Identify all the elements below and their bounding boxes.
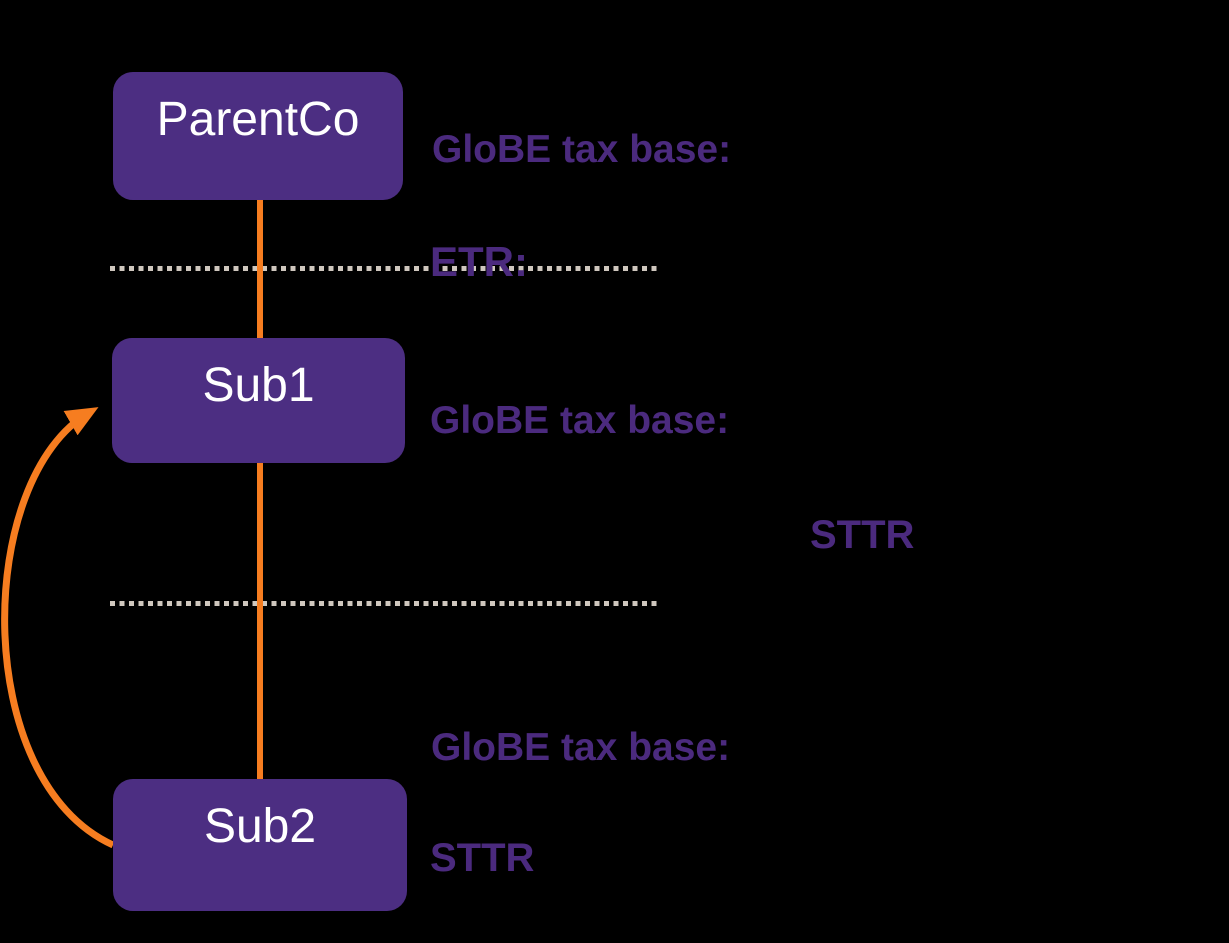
sttr-label-mid: STTR <box>810 513 915 557</box>
node-sub1: Sub1 <box>112 338 405 463</box>
jurisdiction-divider-bottom <box>110 601 658 606</box>
node-parentco: ParentCo <box>113 72 403 200</box>
globe-tax-base-label-parentco: GloBE tax base: <box>432 128 732 171</box>
globe-tax-base-label-sub1: GloBE tax base: <box>430 399 730 442</box>
connector-line-parentco-sub1 <box>257 200 263 338</box>
node-sub2-label: Sub2 <box>203 800 317 853</box>
node-sub2: Sub2 <box>113 779 407 911</box>
node-sub1-label: Sub1 <box>202 359 315 412</box>
globe-tax-base-label-sub2: GloBE tax base: <box>431 726 731 769</box>
etr-label: ETR: <box>430 238 528 285</box>
sttr-label-sub2: STTR <box>430 836 535 880</box>
node-parentco-label: ParentCo <box>156 93 360 146</box>
connector-line-sub1-sub2 <box>257 463 263 779</box>
jurisdiction-divider-top <box>110 266 658 271</box>
